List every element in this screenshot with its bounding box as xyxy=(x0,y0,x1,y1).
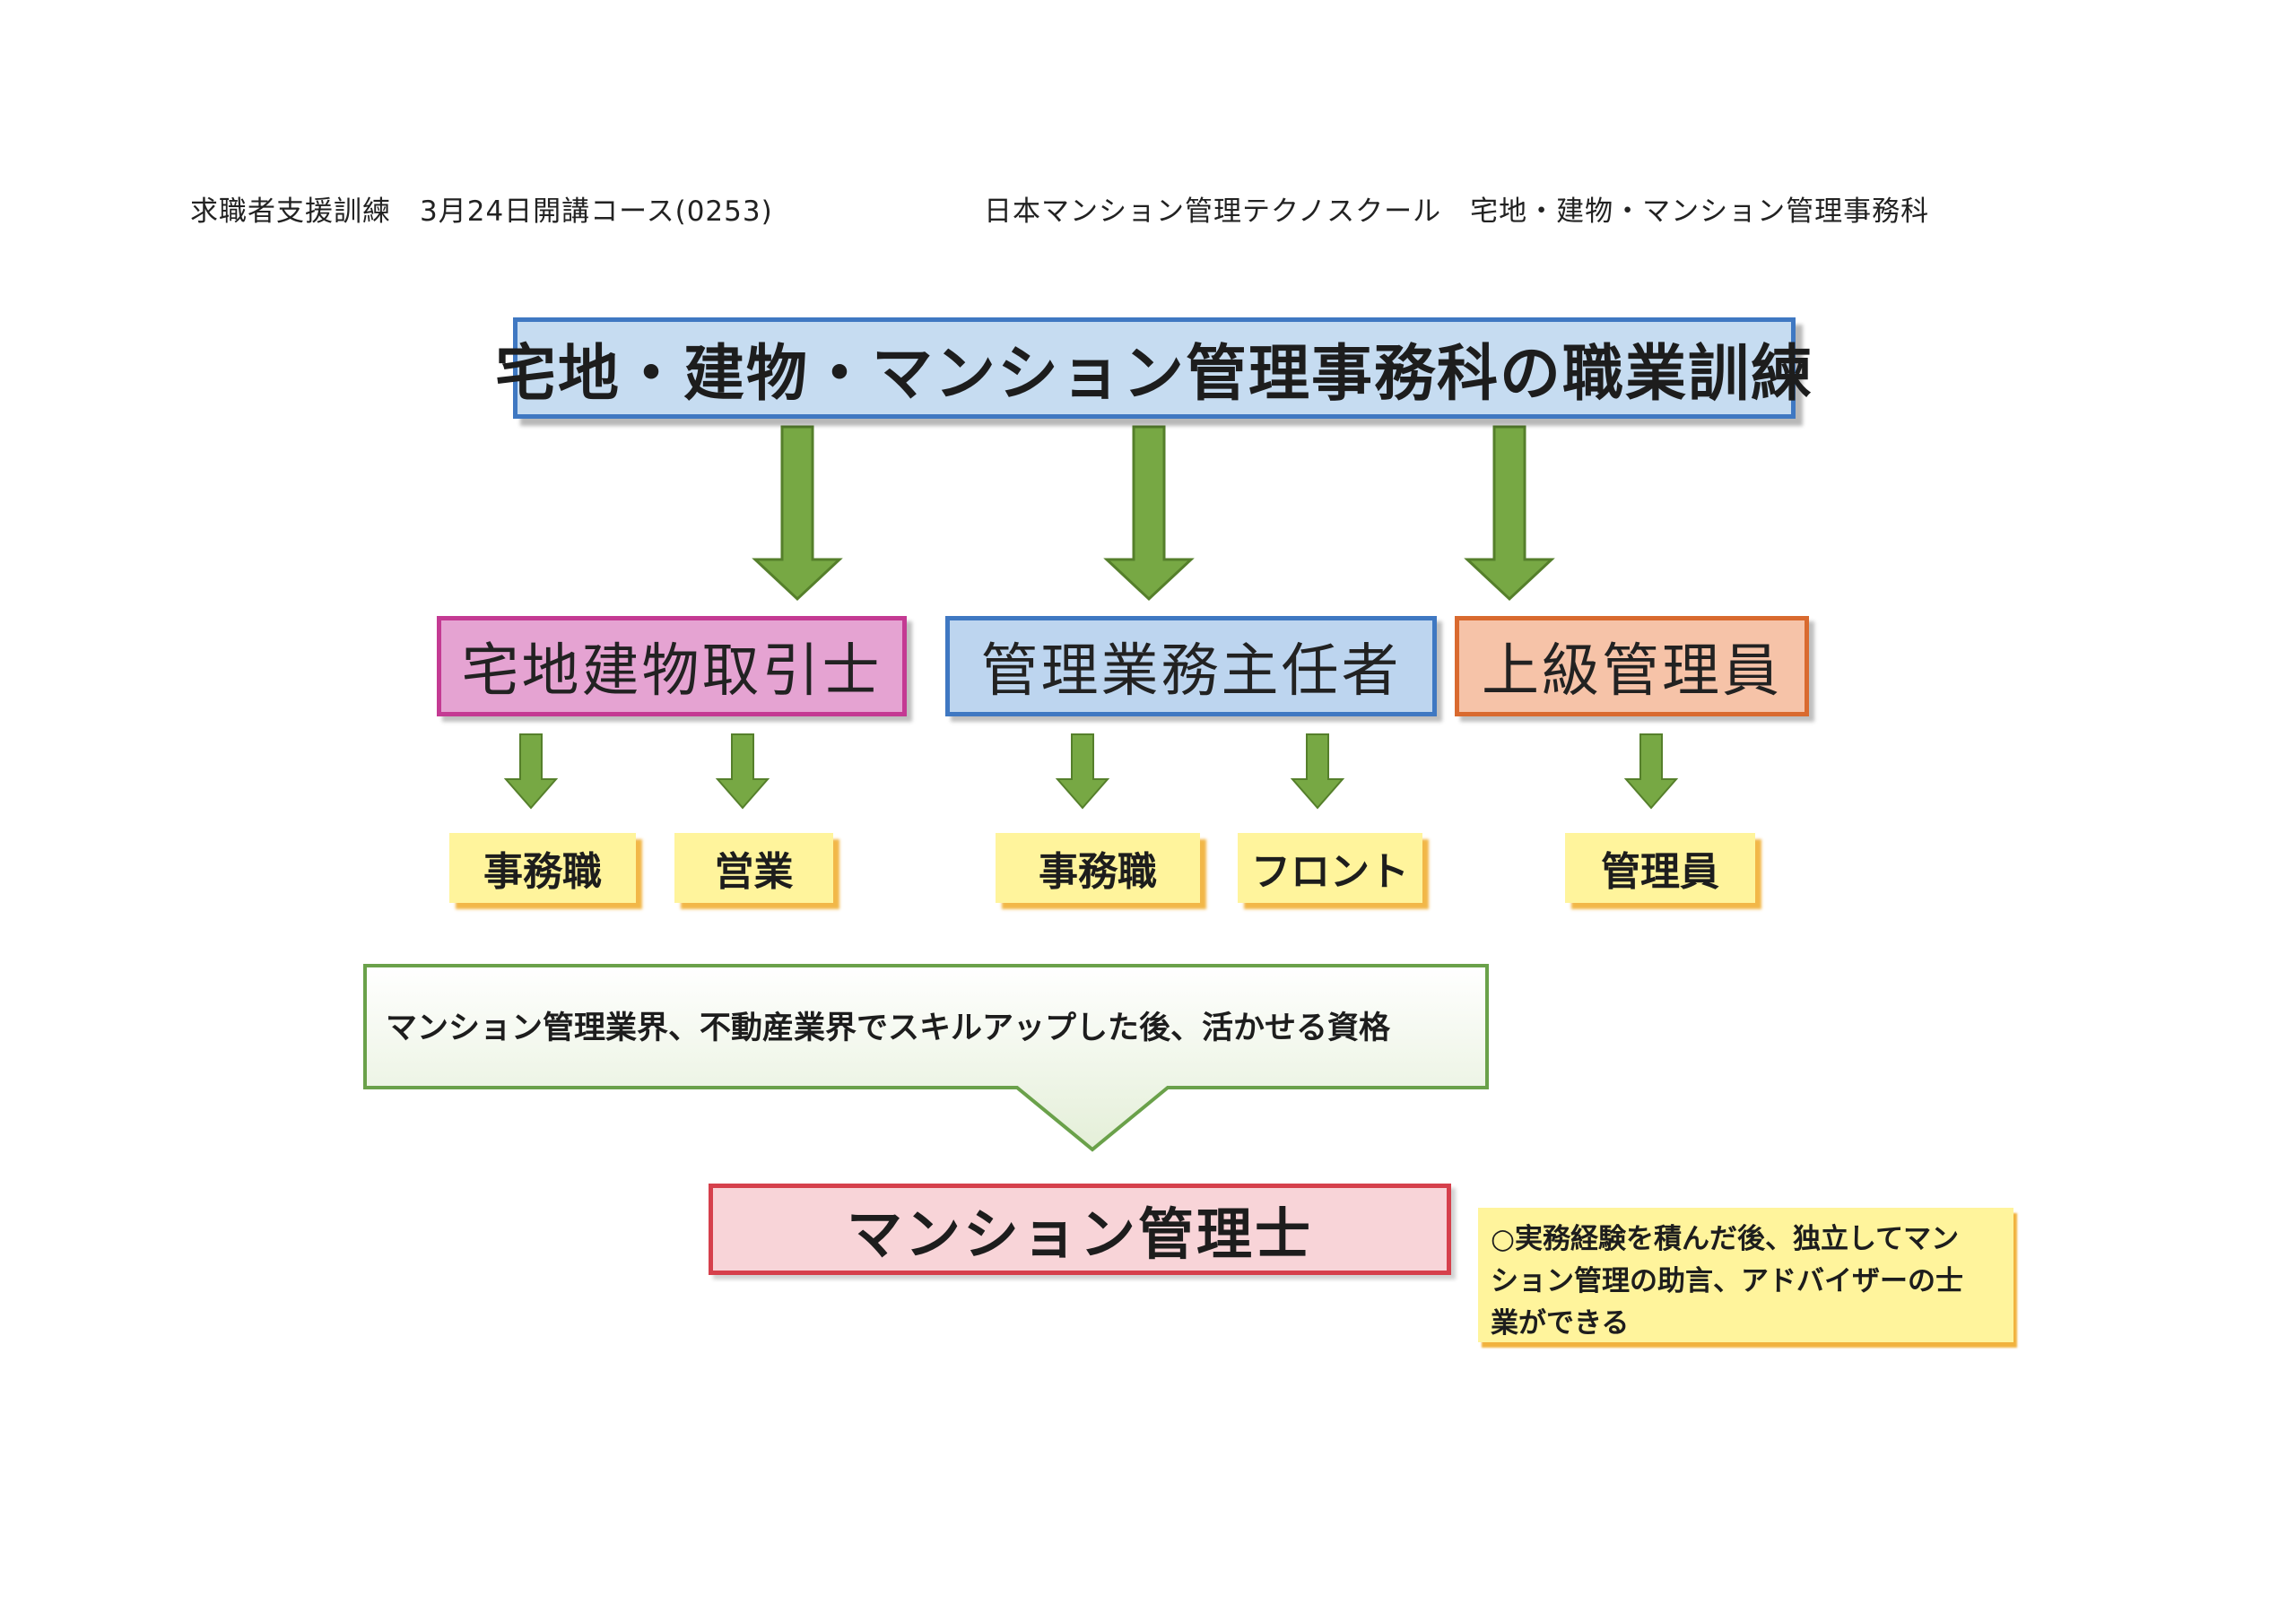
arrow-cert-2-to-job-4 xyxy=(1290,733,1345,810)
arrow-title-to-cert-1 xyxy=(752,425,843,602)
note-line: ○実務経験を積んだ後、独立してマン xyxy=(1491,1223,1960,1255)
callout-shape xyxy=(363,964,1489,1152)
job-office-work-2: 事務職 xyxy=(996,833,1200,903)
callout-text: マンション管理業界、不動産業界でスキルアップした後、活かせる資格 xyxy=(386,1010,1391,1046)
note-box: ○実務経験を積んだ後、独立してマン ション管理の助言、アドバイザーの士 業ができ… xyxy=(1478,1208,2013,1342)
main-title: 宅地・建物・マンション管理事務科の職業訓練 xyxy=(495,317,1812,419)
job-front: フロント xyxy=(1238,833,1422,903)
cert-mansion-kanrishi: マンション管理士 xyxy=(709,1184,1451,1275)
job-office-work-1: 事務職 xyxy=(449,833,636,903)
arrow-cert-1-to-job-2 xyxy=(715,733,770,810)
arrow-cert-3-to-job-5 xyxy=(1623,733,1679,810)
note-line: ション管理の助言、アドバイザーの士 xyxy=(1491,1265,1963,1297)
arrow-cert-1-to-job-1 xyxy=(503,733,559,810)
cert-takken: 宅地建物取引士 xyxy=(437,616,907,716)
header-school-name: 日本マンション管理テクノスクール 宅地・建物・マンション管理事務科 xyxy=(984,195,1930,228)
cert-kanri-gyomu: 管理業務主任者 xyxy=(945,616,1437,716)
arrow-title-to-cert-3 xyxy=(1464,425,1555,602)
job-sales: 営業 xyxy=(674,833,833,903)
header-course-info: 求職者支援訓練 3月24日開講コース(0253) xyxy=(190,195,773,228)
arrow-cert-2-to-job-3 xyxy=(1055,733,1110,810)
job-manager: 管理員 xyxy=(1565,833,1755,903)
cert-jokyu-kanriin: 上級管理員 xyxy=(1455,616,1809,716)
note-line: 業ができる xyxy=(1491,1307,1630,1340)
arrow-title-to-cert-2 xyxy=(1103,425,1195,602)
